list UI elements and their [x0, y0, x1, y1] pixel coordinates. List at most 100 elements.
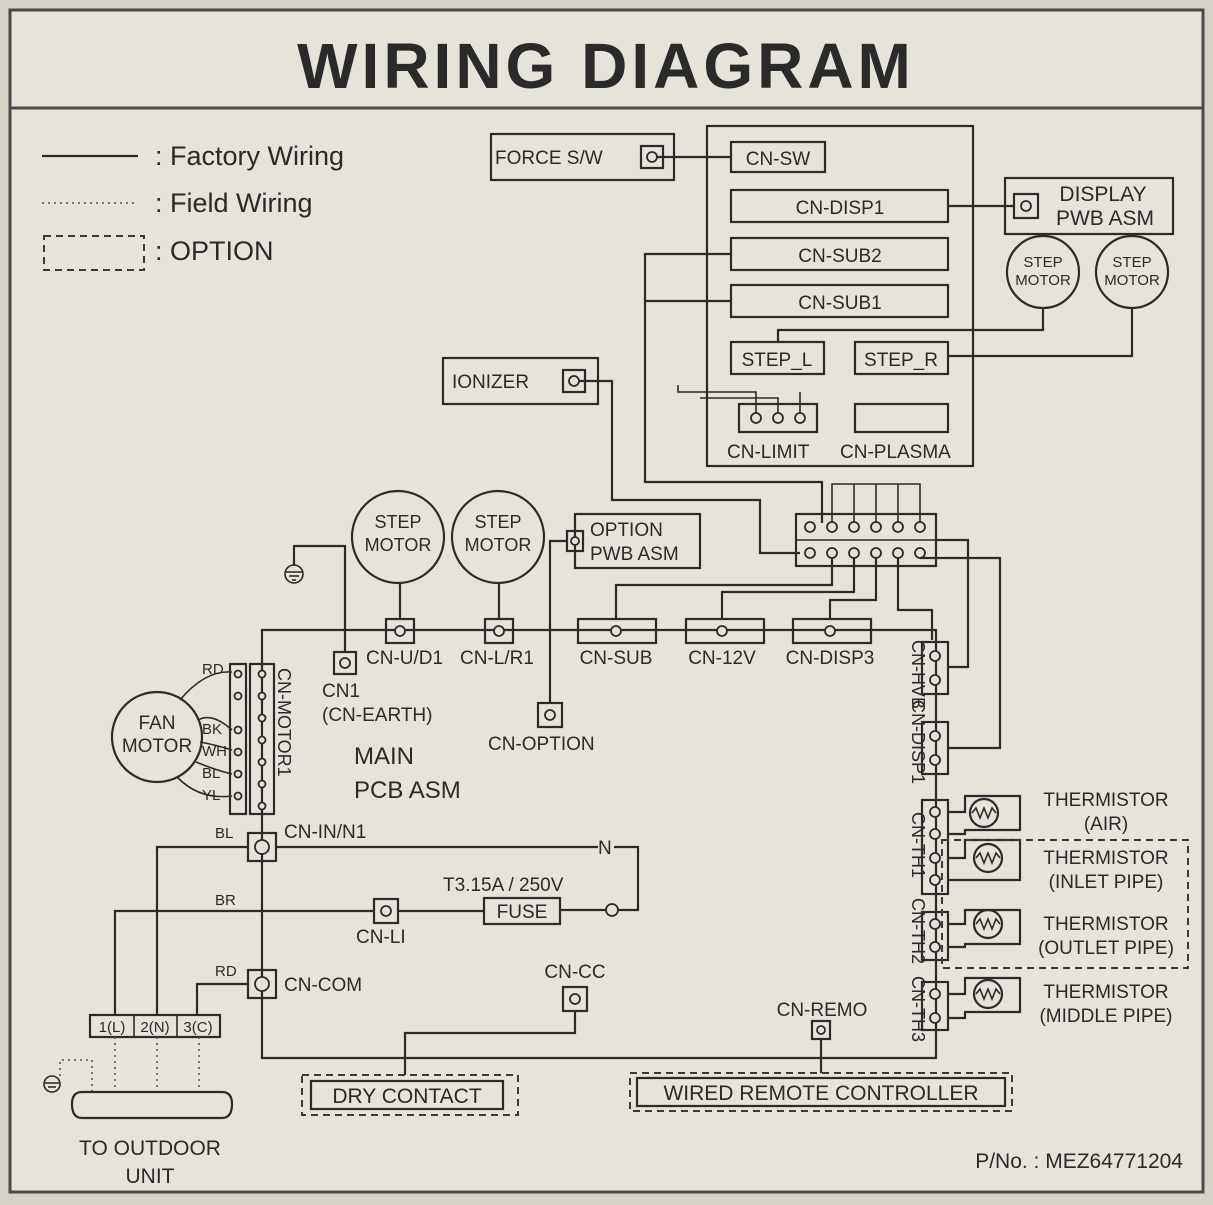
motor-pin — [233, 791, 243, 801]
fan-wire-rd — [179, 671, 233, 701]
main-pcb-label-2: PCB ASM — [354, 777, 461, 804]
thermistor-inlet-label-2: (INLET PIPE) — [1049, 872, 1164, 893]
thermistor-icon — [975, 850, 1001, 866]
hub-pins-top — [804, 521, 926, 533]
cn-sub2-label: CN-SUB2 — [798, 246, 881, 267]
wired-remote-controller: WIRED REMOTE CONTROLLER — [629, 1039, 1013, 1112]
fan-motor-label-1: FAN — [139, 713, 176, 734]
th2-pin — [929, 918, 941, 930]
cn-sw-label: CN-SW — [746, 149, 810, 170]
ionizer: IONIZER — [441, 356, 800, 555]
thermistor-icon — [975, 986, 1001, 1002]
thermistor-icon — [972, 842, 1004, 874]
cn1-pin — [339, 657, 351, 669]
terminal-1: 1(L) — [99, 1019, 126, 1036]
dry-contact-label: DRY CONTACT — [332, 1085, 482, 1108]
option-pwb-label-1: OPTION — [590, 520, 663, 541]
motor-pin — [257, 779, 267, 789]
step-motor-label-2: MOTOR — [1015, 272, 1071, 289]
wire-hub-disp3 — [828, 558, 878, 620]
cn-sub-pin — [610, 625, 622, 637]
step-motor-label-1: STEP — [474, 512, 521, 532]
step-motor-label-2: MOTOR — [1104, 272, 1160, 289]
wire-step-r — [948, 308, 1134, 358]
cn-sub-connector — [576, 617, 658, 645]
th1-pin — [929, 874, 941, 886]
cn-limit-label: CN-LIMIT — [727, 442, 810, 463]
motor-pin — [257, 691, 267, 701]
to-outdoor-label-1: TO OUTDOOR — [79, 1137, 221, 1160]
fuse-rating: T3.15A / 250V — [443, 875, 564, 896]
thermistor-icon — [971, 805, 997, 821]
cn-cc-label: CN-CC — [544, 962, 605, 983]
wired-remote-label: WIRED REMOTE CONTROLLER — [663, 1082, 978, 1105]
legend-option: : OPTION — [155, 236, 274, 266]
display-pcb: FORCE S/W CN-SW CN-DISP1 CN-SUB2 CN-SUB1… — [489, 124, 975, 468]
option-pwb-label-2: PWB ASM — [590, 544, 679, 565]
th2-pin — [929, 941, 941, 953]
thermistor-outlet: THERMISTOR (OUTLET PIPE) — [948, 908, 1174, 959]
hub-pin — [848, 521, 860, 533]
cn-in-pin — [254, 839, 270, 855]
motor-pin — [257, 757, 267, 767]
main-pcb-outline — [260, 628, 938, 1060]
wire-color-rd2: RD — [215, 963, 237, 980]
fan-wire-bk — [197, 716, 233, 731]
motor-pin — [257, 669, 267, 679]
cn-sub-label: CN-SUB — [580, 648, 653, 669]
terminal-block — [88, 1013, 222, 1039]
cn-motor1-housing-right — [248, 662, 276, 816]
wire-limit-1 — [677, 385, 757, 413]
fan-motor-label-2: MOTOR — [122, 736, 192, 757]
fuse-label: FUSE — [497, 902, 548, 923]
cn-cc-pin — [569, 993, 581, 1005]
outdoor-terminal — [70, 1090, 234, 1120]
thermistor-outlet-label-2: (OUTLET PIPE) — [1038, 938, 1174, 959]
cn-limit-pin-3 — [794, 412, 806, 424]
step-motor-lr: STEP MOTOR — [450, 489, 546, 619]
wire-earth — [292, 544, 347, 652]
wire-color-rd: RD — [202, 661, 224, 678]
cn-remo-pin — [816, 1025, 826, 1035]
step-r-connector — [853, 340, 950, 376]
thermistor-air-label-2: (AIR) — [1084, 814, 1128, 835]
cn-disp3-connector — [791, 617, 873, 645]
power-section: BL CN-IN/N1 N T3.15A / 250V FUSE BR CN-L… — [43, 822, 640, 1188]
thermistor-icon — [972, 978, 1004, 1010]
hub-pin — [826, 521, 838, 533]
option-pwb-pin — [570, 536, 580, 546]
fan-wire-yl — [177, 777, 233, 798]
force-switch-label: FORCE S/W — [495, 148, 603, 169]
motor-pin — [257, 735, 267, 745]
dry-contact: DRY CONTACT — [301, 1011, 577, 1116]
cn-lr1-pin — [493, 625, 505, 637]
cn-th2-connector — [920, 910, 950, 962]
cn-option-label: CN-OPTION — [488, 734, 595, 755]
dry-contact-box — [309, 1079, 505, 1111]
wire-dry-contact — [403, 1011, 577, 1075]
wire-neutral — [155, 845, 248, 1015]
thermistor-icon — [975, 916, 1001, 932]
cn-limit-pin-1 — [750, 412, 762, 424]
th1-pin — [929, 806, 941, 818]
thermistor-middle: THERMISTOR (MIDDLE PIPE) — [948, 976, 1173, 1027]
neutral-mark: N — [598, 838, 612, 859]
legend-factory: : Factory Wiring — [155, 141, 344, 171]
hub-pin — [914, 547, 926, 559]
hub-pin — [804, 521, 816, 533]
cn-motor1-housing-left — [228, 662, 248, 816]
fuse-terminal — [605, 903, 619, 917]
ground-icon — [284, 564, 304, 584]
cn-in-label: CN-IN/N1 — [284, 822, 366, 843]
field-wire-earth — [59, 1059, 93, 1092]
step-motor-upper-left: STEP MOTOR — [776, 234, 1081, 342]
force-switch-pin — [646, 151, 658, 163]
cn-li-label: CN-LI — [356, 927, 406, 948]
thermistor-middle-wire — [948, 976, 1022, 1020]
cn-limit-pin-2 — [772, 412, 784, 424]
cn-12v-connector — [684, 617, 766, 645]
display-pcb-outline — [705, 124, 975, 468]
cn-hvb-connector — [920, 640, 950, 696]
cn-remo-label: CN-REMO — [777, 1000, 868, 1021]
terminal-2: 2(N) — [140, 1019, 169, 1036]
